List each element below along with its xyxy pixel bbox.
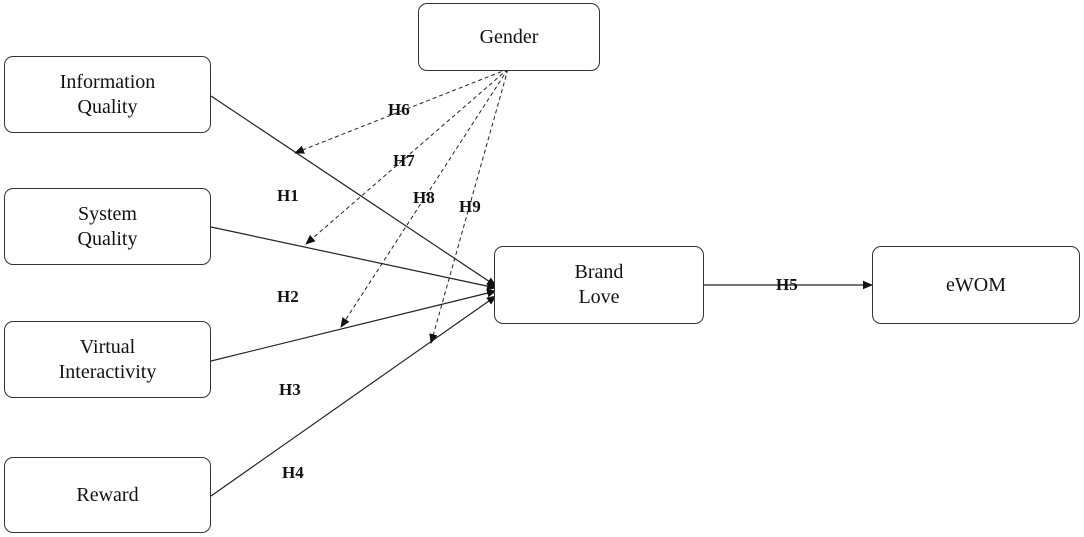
path-system-quality-to-brand-love [210, 226, 497, 291]
moderation-gender-on-h3 [340, 68, 509, 328]
virtual-interactivity-label-line-2: Interactivity [58, 360, 157, 383]
hypothesis-label-h7: H7 [393, 151, 415, 170]
information-quality-node: Information Quality [4, 56, 211, 133]
hypothesis-label-h6: H6 [388, 100, 410, 119]
moderation-gender-on-h2 [305, 68, 509, 245]
brand-love-label-line-1: Brand [574, 261, 624, 283]
hypothesis-label-h9: H9 [459, 197, 481, 216]
reward-label: Reward [76, 483, 139, 506]
hypothesis-label-h2: H2 [277, 287, 299, 306]
moderation-gender-on-h1 [294, 68, 509, 154]
information-quality-label-line-2: Quality [77, 95, 138, 118]
path-information-quality-to-brand-love [210, 95, 497, 287]
ewom-label: eWOM [946, 273, 1006, 296]
hypothesis-label-h5: H5 [776, 275, 798, 294]
system-quality-node: System Quality [4, 188, 211, 265]
hypothesis-label-h8: H8 [413, 188, 435, 207]
path-reward-to-brand-love [210, 295, 497, 497]
gender-label: Gender [479, 25, 539, 48]
virtual-interactivity-label-line-1: Virtual [79, 335, 136, 358]
brand-love-label-line-2: Love [578, 286, 620, 308]
system-quality-label-line-2: Quality [77, 227, 138, 250]
virtual-interactivity-node: Virtual Interactivity [4, 321, 211, 398]
path-virtual-interactivity-to-brand-love [210, 289, 497, 362]
information-quality-label-line-1: Information [59, 70, 156, 93]
moderation-gender-on-h4 [429, 68, 509, 344]
brand-love-node: Brand Love [494, 246, 704, 324]
ewom-node: eWOM [872, 246, 1080, 324]
gender-node: Gender [418, 3, 600, 71]
reward-node: Reward [4, 457, 211, 533]
hypothesis-label-h1: H1 [277, 186, 299, 205]
hypothesis-label-h3: H3 [279, 380, 301, 399]
hypothesis-label-h4: H4 [282, 463, 304, 482]
system-quality-label-line-1: System [78, 202, 137, 225]
